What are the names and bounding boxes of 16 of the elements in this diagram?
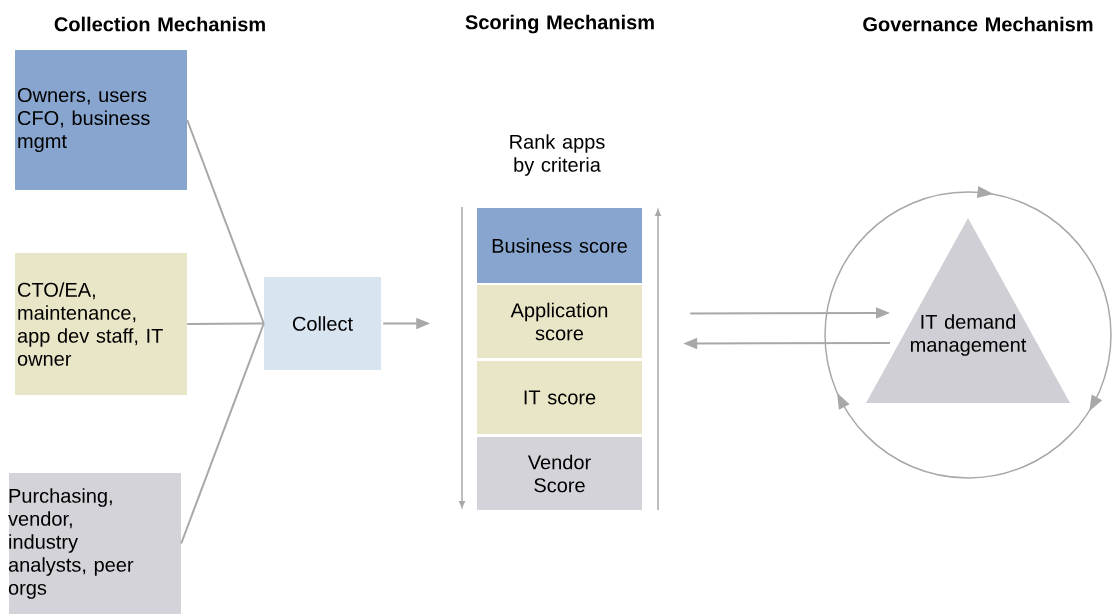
score-box: Vendor Score xyxy=(477,437,642,510)
triangle: IT demand management xyxy=(866,218,1070,403)
source-box: Owners, users CFO, business mgmt xyxy=(15,50,187,190)
source-box: Purchasing, vendor, industry analysts, peer orgs xyxy=(8,473,181,614)
score-box: IT score xyxy=(477,361,642,434)
heading: Scoring Mechanism xyxy=(465,14,654,34)
heading: Collection Mechanism xyxy=(54,16,265,32)
connector-line xyxy=(186,119,265,325)
connector-line xyxy=(186,322,265,325)
note: Rank apps by criteria xyxy=(510,134,605,176)
process-box: Collect xyxy=(264,277,381,370)
source-box: CTO/EA, maintenance, app dev staff, IT owner xyxy=(15,253,187,395)
score-box: Business score xyxy=(477,208,642,283)
connector-line xyxy=(180,322,265,545)
heading: Governance Mechanism xyxy=(863,16,1093,32)
score-box: Application score xyxy=(477,285,642,358)
